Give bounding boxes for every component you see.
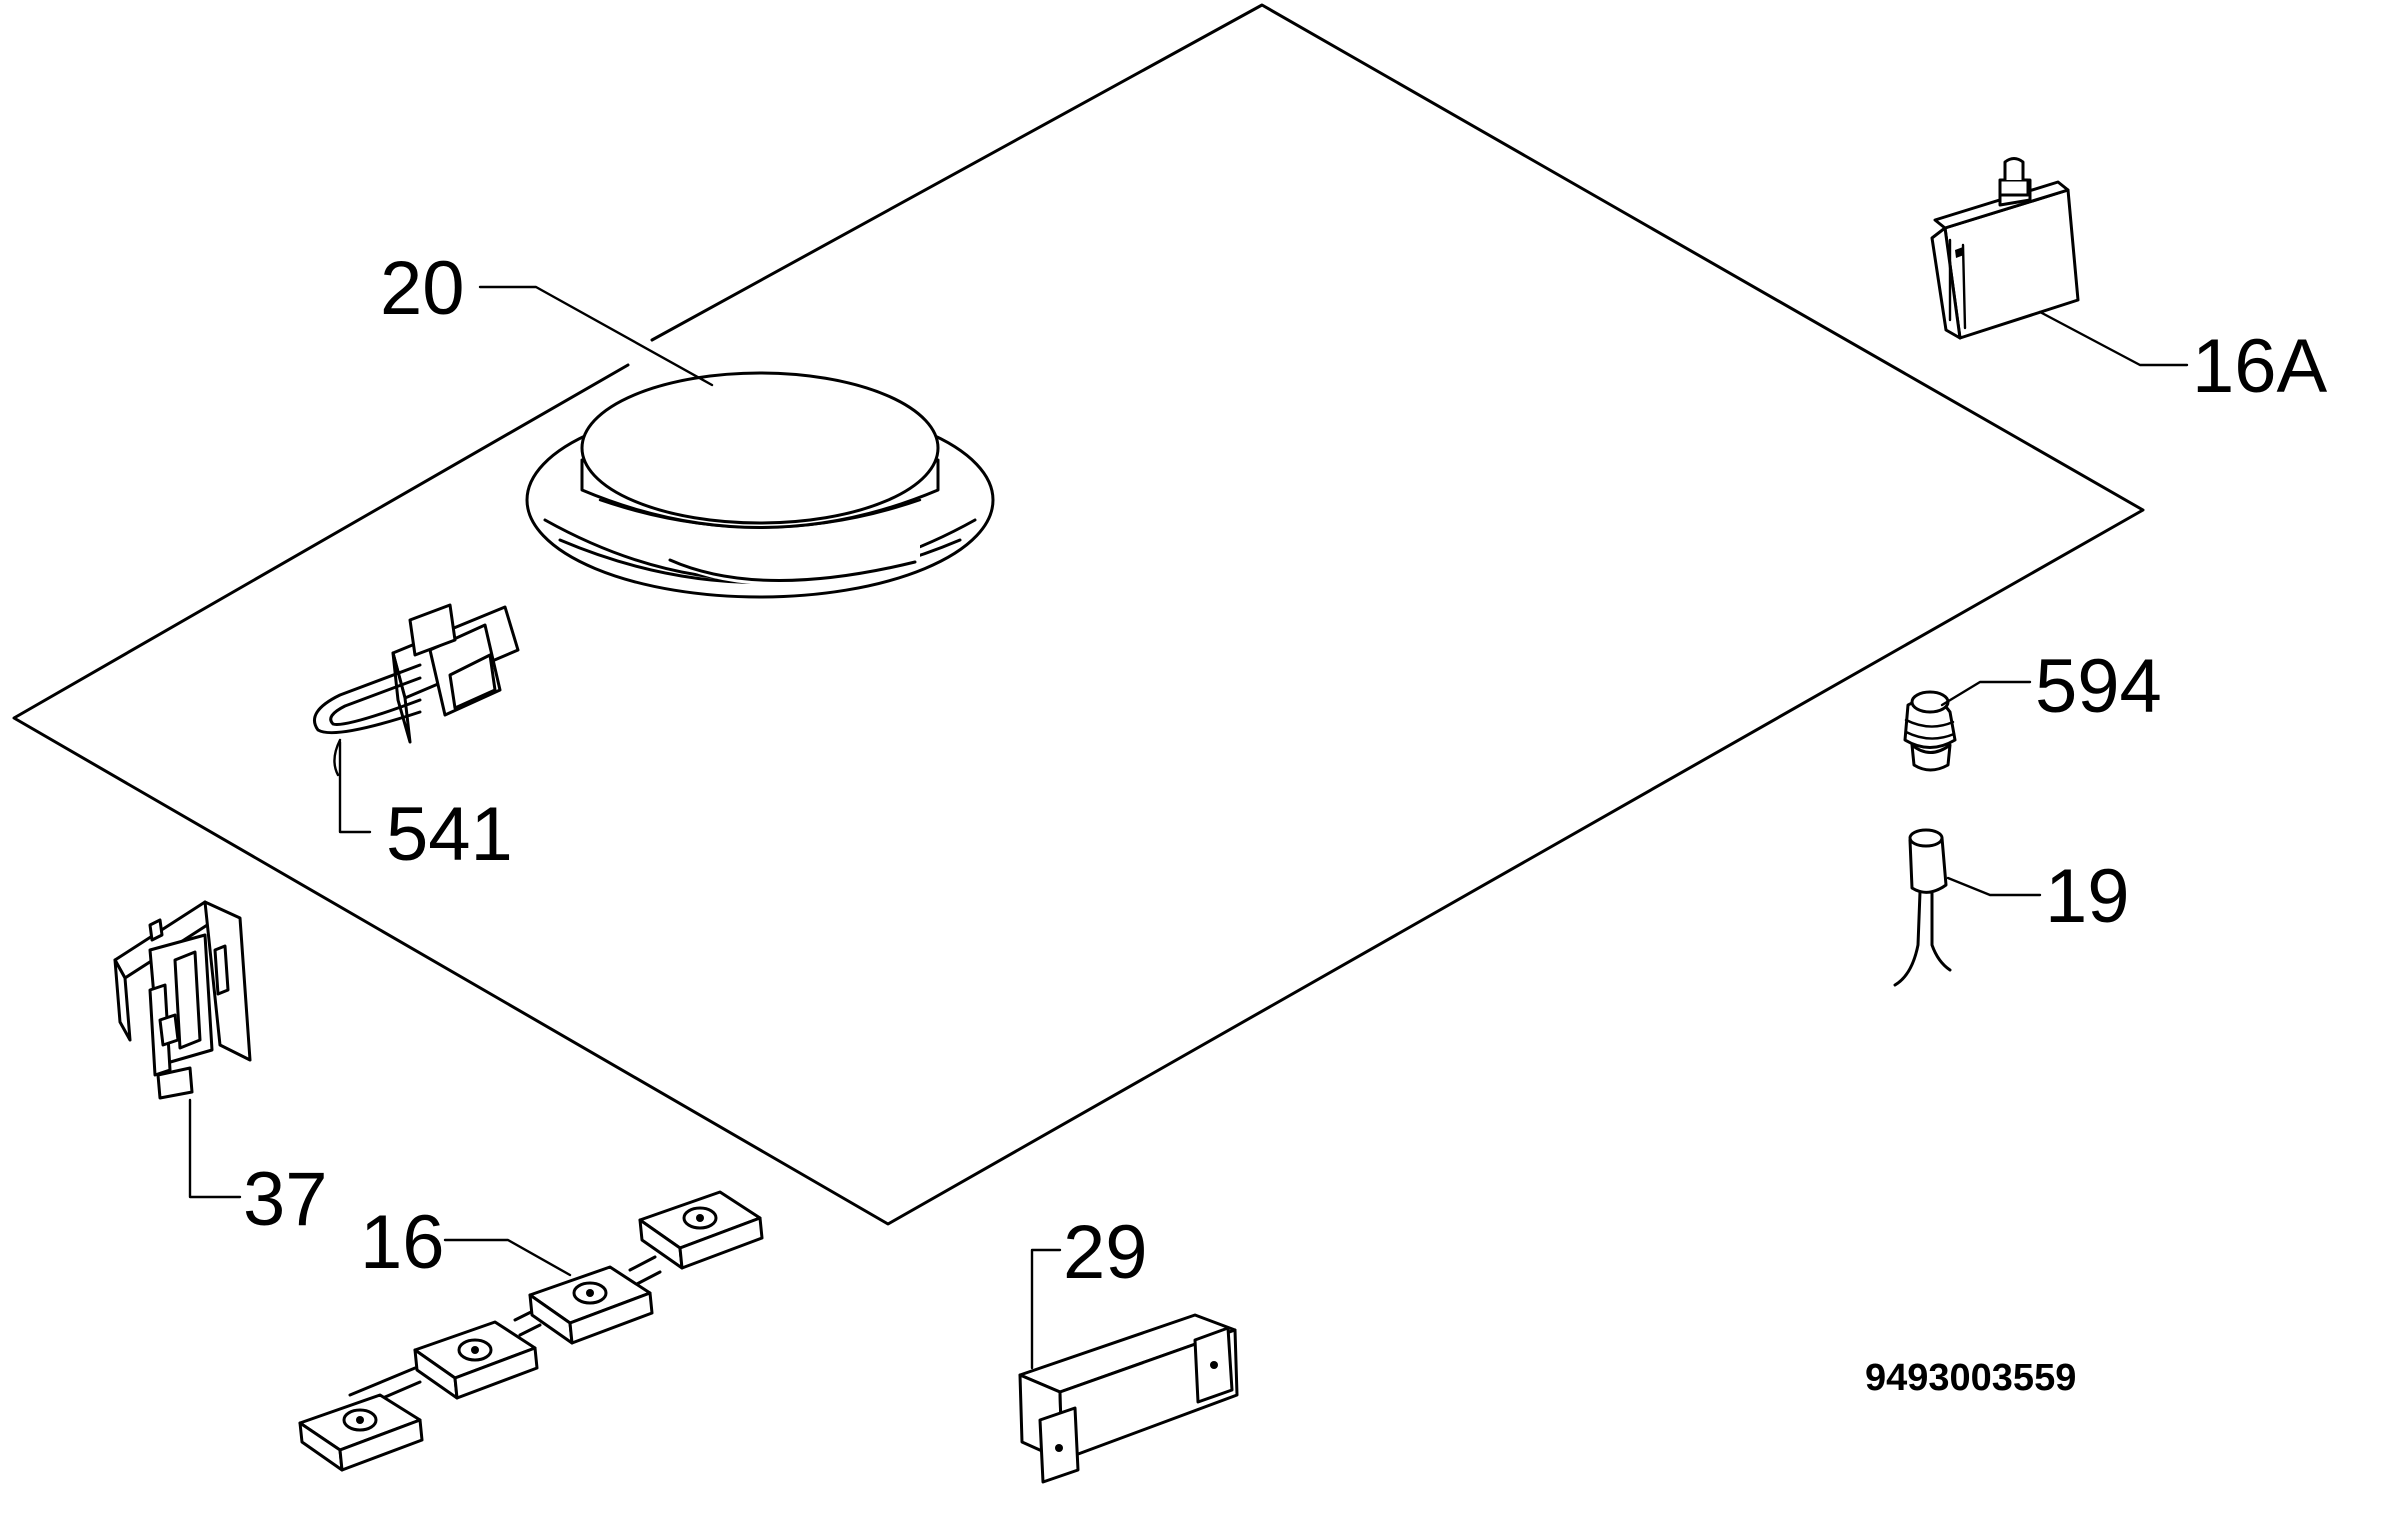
leader-37 xyxy=(188,1098,242,1199)
terminal-block-4 xyxy=(638,1190,764,1270)
part-16-terminal-strip[interactable] xyxy=(298,1190,764,1472)
terminal-block-3 xyxy=(528,1265,654,1345)
leader-19 xyxy=(1946,876,2042,897)
part-20-heating-element[interactable] xyxy=(525,371,995,599)
part-541-sensor[interactable] xyxy=(313,603,520,777)
hob-plate xyxy=(12,3,2145,1226)
leader-16a xyxy=(2038,310,2189,367)
callout-29: 29 xyxy=(1063,1210,1148,1295)
part-594-nipple[interactable] xyxy=(1903,690,1957,772)
callout-16: 16 xyxy=(360,1200,445,1285)
callout-37: 37 xyxy=(243,1157,328,1242)
part-37-terminal-clip[interactable] xyxy=(113,900,252,1100)
part-19-lamp[interactable] xyxy=(1893,828,1952,987)
terminal-block-2 xyxy=(413,1320,539,1400)
leader-594 xyxy=(1940,680,2032,707)
callout-16a: 16A xyxy=(2192,324,2328,409)
leader-29 xyxy=(1030,1248,1062,1370)
leader-20 xyxy=(478,285,714,387)
leader-541 xyxy=(338,740,372,834)
terminal-block-1 xyxy=(298,1393,424,1472)
callout-594: 594 xyxy=(2035,644,2162,729)
leader-lines xyxy=(188,285,2189,1370)
callout-541: 541 xyxy=(386,792,513,877)
callout-labels: 20 16A 541 594 19 37 16 29 9493003559 xyxy=(243,246,2328,1399)
diagram-id-code: 9493003559 xyxy=(1865,1357,2076,1399)
callout-19: 19 xyxy=(2045,854,2130,939)
callout-20: 20 xyxy=(380,246,465,331)
leader-16 xyxy=(443,1238,572,1277)
part-29-bracket[interactable] xyxy=(1018,1313,1239,1484)
part-16a-switch[interactable] xyxy=(1930,157,2080,340)
